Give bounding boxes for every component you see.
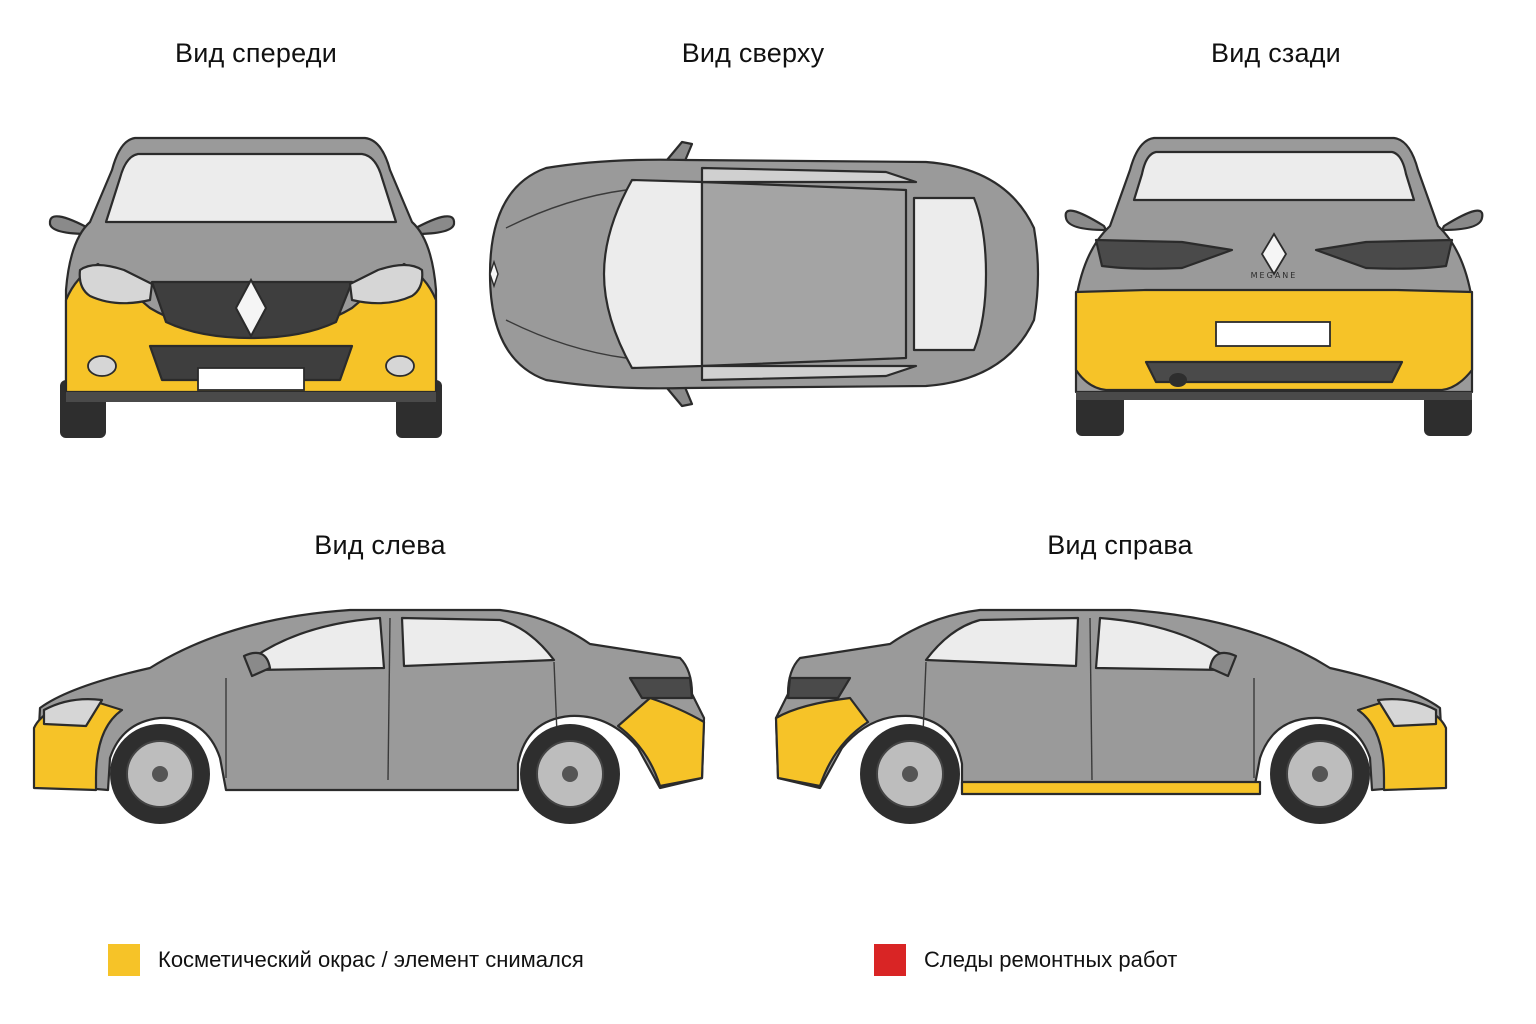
rear-badge-icon bbox=[1260, 232, 1288, 276]
right-front-window bbox=[1094, 616, 1232, 672]
top-badge-icon bbox=[489, 259, 499, 289]
right-view-car bbox=[774, 608, 1448, 824]
rear-right-mirror bbox=[1440, 209, 1484, 232]
left-side-mirror bbox=[242, 651, 272, 678]
right-taillight bbox=[1314, 238, 1454, 270]
left-taillight bbox=[1094, 238, 1234, 270]
right-headlight bbox=[348, 263, 424, 305]
legend-label-repair: Следы ремонтных работ bbox=[924, 947, 1178, 972]
top-view-car bbox=[488, 140, 1040, 408]
front-view-title: Вид спереди bbox=[175, 38, 337, 68]
left-view-title: Вид слева bbox=[314, 530, 446, 560]
right-fog-light bbox=[385, 355, 415, 377]
left-mirror bbox=[48, 215, 94, 236]
legend-item-cosmetic: Косметический окрас / элемент снимался bbox=[108, 944, 584, 976]
left-front-window bbox=[248, 616, 386, 672]
top-right-windows bbox=[700, 364, 918, 382]
legend-swatch-yellow bbox=[108, 944, 140, 976]
top-windshield bbox=[602, 178, 704, 370]
right-side-mirror bbox=[1208, 651, 1238, 678]
top-left-windows bbox=[700, 166, 918, 184]
top-view-title: Вид сверху bbox=[681, 38, 825, 68]
rear-view-title: Вид сзади bbox=[1211, 38, 1341, 68]
top-rear-glass bbox=[912, 196, 988, 352]
legend-item-repair: Следы ремонтных работ bbox=[874, 944, 1177, 976]
legend-label-cosmetic: Косметический окрас / элемент снимался bbox=[158, 947, 584, 972]
left-fog-light bbox=[87, 355, 117, 377]
legend-swatch-red bbox=[874, 944, 906, 976]
rear-license-plate bbox=[1215, 321, 1331, 347]
right-rear-quarter-highlight bbox=[774, 696, 870, 788]
rear-window bbox=[1132, 150, 1416, 202]
windshield bbox=[104, 152, 398, 224]
megane-lettering: MEGANE bbox=[1251, 271, 1298, 280]
right-rear-window bbox=[924, 616, 1080, 668]
front-view-car bbox=[48, 136, 456, 438]
left-view-car bbox=[32, 608, 706, 824]
renault-badge-icon bbox=[234, 277, 268, 339]
top-roof bbox=[700, 180, 908, 368]
front-underbody bbox=[66, 392, 436, 402]
left-rear-window bbox=[400, 616, 556, 668]
exhaust-pipe bbox=[1169, 373, 1187, 387]
left-headlight bbox=[78, 263, 154, 305]
rear-diffuser bbox=[1144, 360, 1404, 384]
right-view-title: Вид справа bbox=[1047, 530, 1193, 560]
front-license-plate bbox=[197, 367, 305, 391]
rear-left-mirror bbox=[1064, 209, 1108, 232]
rear-view-car: MEGANE bbox=[1064, 136, 1484, 436]
right-mirror bbox=[410, 215, 456, 236]
right-side-headlight bbox=[1376, 698, 1438, 728]
left-rear-quarter-highlight bbox=[616, 696, 706, 788]
left-side-headlight bbox=[42, 698, 104, 728]
left-side-taillight bbox=[628, 676, 694, 700]
right-sill-highlight bbox=[960, 780, 1262, 796]
right-side-taillight bbox=[786, 676, 852, 700]
